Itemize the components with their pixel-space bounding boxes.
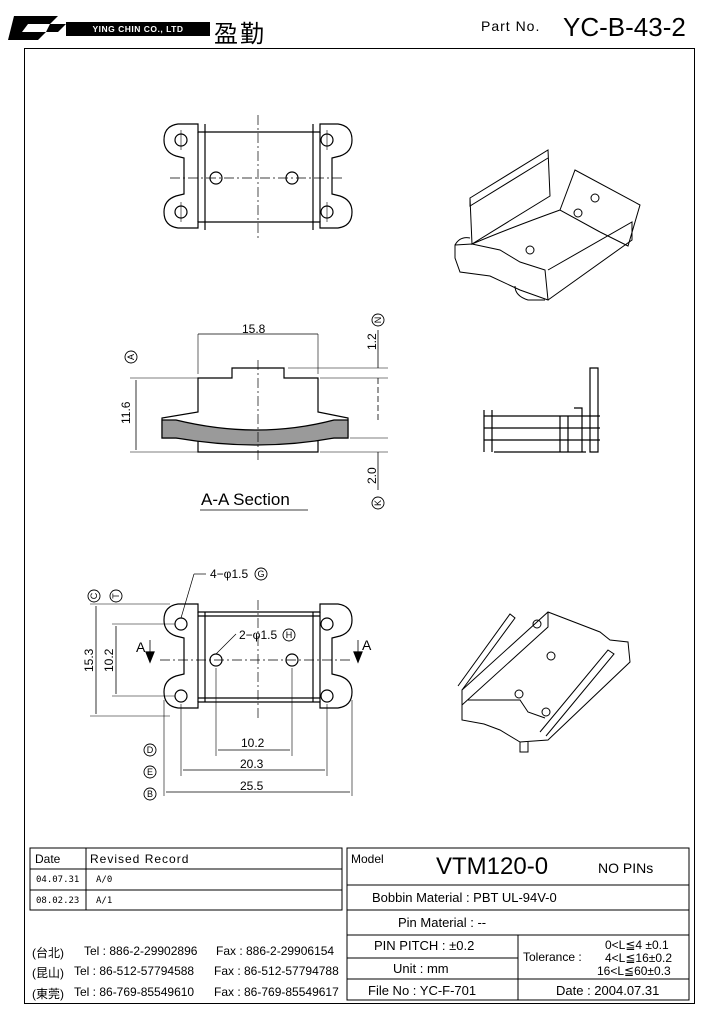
side-view [483, 367, 600, 453]
drawing-border [24, 48, 695, 1004]
dim-11-6: 11.6 [119, 401, 133, 424]
top-view [163, 115, 353, 240]
marker-e: E [147, 767, 153, 777]
section-view [130, 330, 388, 511]
dim-2-0: 2.0 [365, 467, 379, 484]
marker-g: G [257, 569, 264, 579]
contact-fax-3: Fax : 86-769-85549617 [214, 985, 339, 999]
file-no: File No : YC-F-701 [368, 983, 477, 998]
marker-a-circle [124, 350, 138, 364]
bobbin-material: Bobbin Material : PBT UL-94V-0 [372, 890, 557, 905]
dim-10-2-horizontal: 10.2 [241, 736, 265, 750]
section-a-right: A [362, 637, 372, 653]
marker-t: T [111, 593, 121, 599]
rev-col-record: Revised Record [90, 852, 190, 866]
tolerance-2: 4<L≦16±0.2 [605, 951, 673, 965]
title-block [346, 847, 690, 1001]
tolerance-1: 0<L≦4 ±0.1 [605, 938, 669, 952]
bottom-view [90, 573, 363, 796]
marker-c: C [89, 592, 99, 599]
tolerance-3: 16<L≦60±0.3 [597, 964, 671, 978]
rev-row-2-date: 08.02.23 [36, 896, 80, 906]
marker-a: A [126, 354, 136, 360]
contact-fax-2: Fax : 86-512-57794788 [214, 964, 339, 978]
contact-tel-3: Tel : 86-769-85549610 [74, 985, 195, 999]
rev-row-2-record: A/1 [96, 896, 113, 906]
drawing-date: Date : 2004.07.31 [556, 983, 660, 998]
revision-table [29, 847, 343, 911]
company-cn-name: 盈勤 [214, 20, 266, 48]
marker-h: H [286, 630, 293, 640]
isometric-view-top [454, 149, 641, 301]
rev-row-1-record: A/0 [96, 875, 113, 885]
dim-10-2-vertical: 10.2 [102, 648, 116, 672]
marker-n: N [373, 317, 383, 324]
pins-note: NO PINs [598, 860, 654, 876]
pin-pitch: PIN PITCH : ±0.2 [374, 938, 475, 953]
section-title: A-A Section [201, 490, 290, 509]
marker-b: B [147, 789, 153, 799]
section-a-left: A [136, 639, 146, 655]
part-no-label: Part No. [481, 18, 541, 34]
dim-25-5: 25.5 [240, 779, 264, 793]
company-name: YING CHIN CO., LTD [66, 22, 210, 36]
model-value: VTM120-0 [436, 853, 549, 880]
marker-d: D [147, 745, 154, 755]
model-label: Model [351, 852, 384, 866]
dim-20-3: 20.3 [240, 757, 264, 771]
marker-k: K [373, 500, 383, 506]
rev-col-date: Date [35, 852, 61, 866]
contact-tel-1: Tel : 886-2-29902896 [84, 944, 198, 958]
dim-15-3: 15.3 [82, 648, 96, 672]
pin-material: Pin Material : -- [398, 915, 487, 930]
dim-15-8: 15.8 [242, 322, 266, 336]
rev-row-1-date: 04.07.31 [36, 875, 80, 885]
dim-1-2: 1.2 [365, 333, 379, 350]
contact-city-3: (東莞) [32, 987, 64, 1001]
contact-fax-1: Fax : 886-2-29906154 [216, 944, 335, 958]
contact-city-2: (昆山) [32, 966, 64, 980]
part-no-value: YC-B-43-2 [563, 12, 686, 42]
isometric-view-bottom [457, 611, 631, 753]
company-logo [8, 16, 66, 40]
contact-city-1: (台北) [32, 946, 64, 960]
holes-h-label: 2−φ1.5 [239, 628, 277, 642]
contact-tel-2: Tel : 86-512-57794588 [74, 964, 195, 978]
unit: Unit : mm [393, 961, 449, 976]
holes-g-label: 4−φ1.5 [210, 567, 248, 581]
tolerance-label: Tolerance : [523, 950, 582, 964]
